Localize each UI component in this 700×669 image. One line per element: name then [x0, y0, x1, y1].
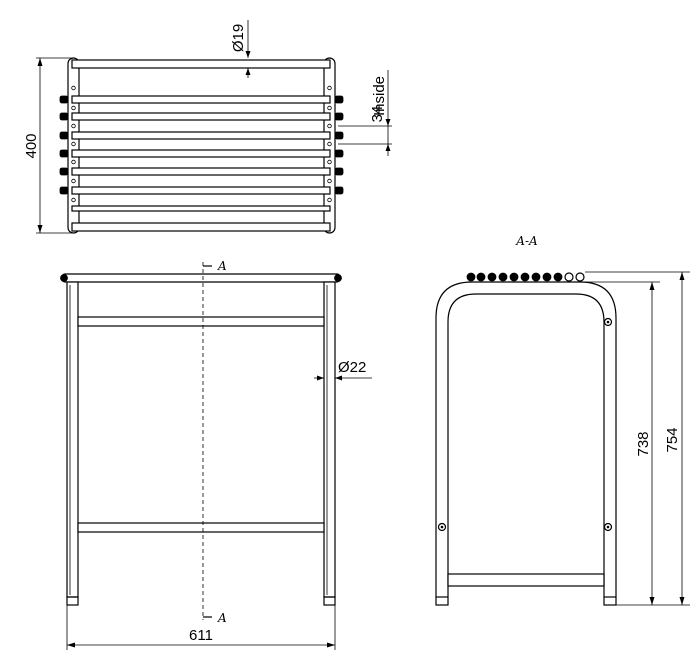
top-view-right-knobs — [334, 95, 344, 195]
front-upper-crossbar — [77, 316, 325, 327]
dim-gap-label: 34 — [369, 106, 386, 123]
section-inner-arch — [447, 293, 605, 597]
top-view-holes — [71, 85, 332, 203]
knob-icon — [59, 167, 69, 176]
knob-icon — [59, 131, 69, 140]
rod — [71, 205, 331, 212]
top-view-left-knobs — [59, 95, 69, 195]
knob-icon — [334, 167, 344, 176]
dim-inner-height-label: 738 — [635, 431, 652, 456]
rod — [71, 95, 331, 104]
knob-icon — [334, 95, 344, 104]
section-right-foot — [603, 596, 617, 606]
section-mark-top: A — [217, 259, 227, 273]
front-right-foot — [323, 596, 336, 606]
dimension-width: 611 — [66, 605, 336, 650]
front-lower-crossbar — [77, 522, 325, 533]
knob-icon — [334, 186, 344, 195]
rod — [71, 131, 331, 140]
dimension-tube-top: Ø19 — [230, 20, 251, 78]
front-left-foot — [66, 596, 79, 606]
knob-icon — [60, 274, 68, 282]
top-view-rods — [71, 95, 331, 212]
dim-width-label: 611 — [189, 627, 213, 644]
dim-tube-top-label: Ø19 — [230, 24, 247, 52]
top-view-back-rail — [71, 59, 331, 69]
dim-leg-label: Ø22 — [338, 359, 366, 376]
knob-icon — [59, 186, 69, 195]
section-mark-bottom: A — [217, 611, 227, 625]
bolt-icon — [437, 522, 447, 532]
rod — [71, 149, 331, 158]
knob-icon — [334, 274, 342, 282]
knob-icon — [334, 149, 344, 158]
section-outer-arch — [435, 281, 617, 597]
rod — [71, 112, 331, 121]
knob-icon — [334, 112, 344, 121]
front-top-rail — [61, 273, 341, 283]
rod — [71, 167, 331, 176]
section-title: A-A — [515, 234, 538, 248]
dimension-gap: 34 Inside — [338, 70, 392, 156]
dim-gap-note: Inside — [371, 76, 388, 116]
bolt-icon — [603, 317, 613, 327]
front-view: A A Ø22 611 — [60, 259, 372, 650]
dimension-leg: Ø22 — [314, 359, 372, 381]
bolt-icon — [603, 522, 613, 532]
front-left-leg — [66, 281, 79, 598]
knob-icon — [334, 131, 344, 140]
rod — [71, 186, 331, 195]
top-view-front-rail — [71, 222, 331, 232]
dim-depth-label: 400 — [23, 133, 40, 158]
knob-icon — [59, 149, 69, 158]
top-view: 400 Ø19 34 Inside — [23, 20, 392, 234]
knob-icon — [59, 112, 69, 121]
section-bottom-bar — [447, 573, 605, 587]
section-left-foot — [435, 596, 449, 606]
section-view: A-A — [435, 234, 690, 606]
knob-icon — [59, 95, 69, 104]
dimension-depth: 400 — [23, 57, 72, 234]
front-right-leg — [323, 281, 336, 598]
dimension-inner-height: 738 — [580, 281, 690, 606]
dimension-total-height: 754 — [585, 271, 690, 605]
dim-total-height-label: 754 — [664, 427, 681, 452]
section-rod-ends — [466, 272, 585, 282]
